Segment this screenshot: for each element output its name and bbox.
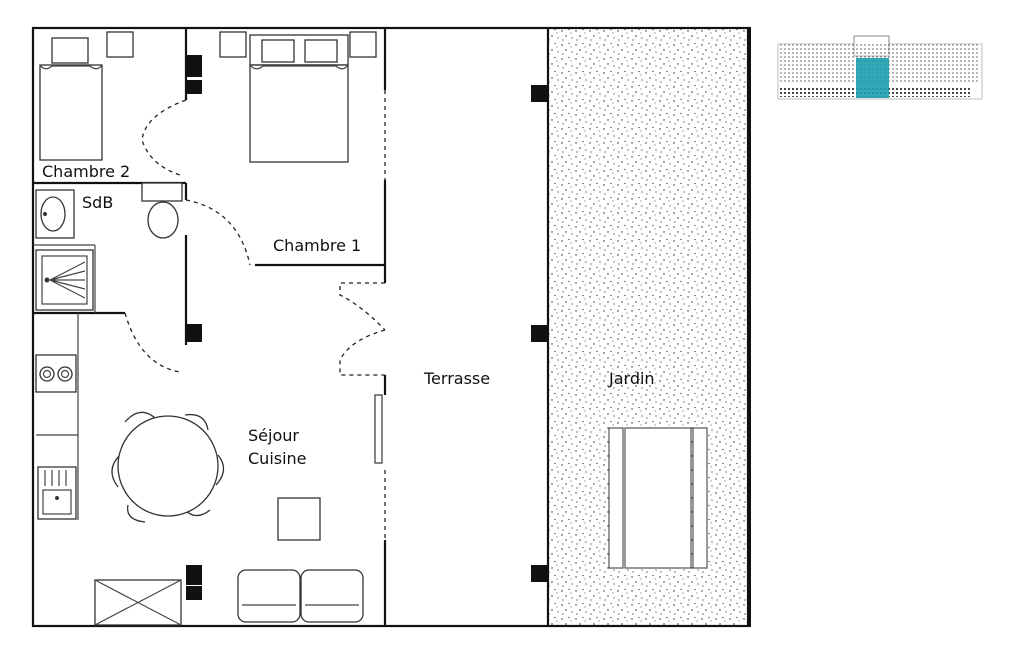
highlighted-unit: [856, 58, 889, 98]
kitchen: [35, 354, 78, 520]
room-label-jardin: Jardin: [608, 369, 655, 388]
garden-bench-table: [608, 427, 708, 569]
door-swings: [124, 99, 386, 376]
bed-chambre-2: [39, 31, 134, 161]
outer-wall: [31, 26, 750, 628]
room-label-chambre-2: Chambre 2: [42, 162, 130, 181]
bed-chambre-1: [219, 31, 377, 163]
closet: [94, 579, 182, 626]
room-label-terrasse: Terrasse: [423, 369, 490, 388]
bathroom-fixtures: [35, 182, 183, 311]
room-label-cuisine: Cuisine: [248, 449, 307, 468]
room-label-sejour: Séjour: [248, 426, 299, 445]
facade-wall: [374, 28, 387, 626]
dining-table: [111, 411, 225, 523]
building-location-thumbnail: [777, 35, 983, 100]
structural-blocks: [186, 55, 548, 600]
room-label-chambre-1: Chambre 1: [273, 236, 361, 255]
living-furniture: [237, 497, 364, 623]
room-label-sdb: SdB: [82, 193, 113, 212]
